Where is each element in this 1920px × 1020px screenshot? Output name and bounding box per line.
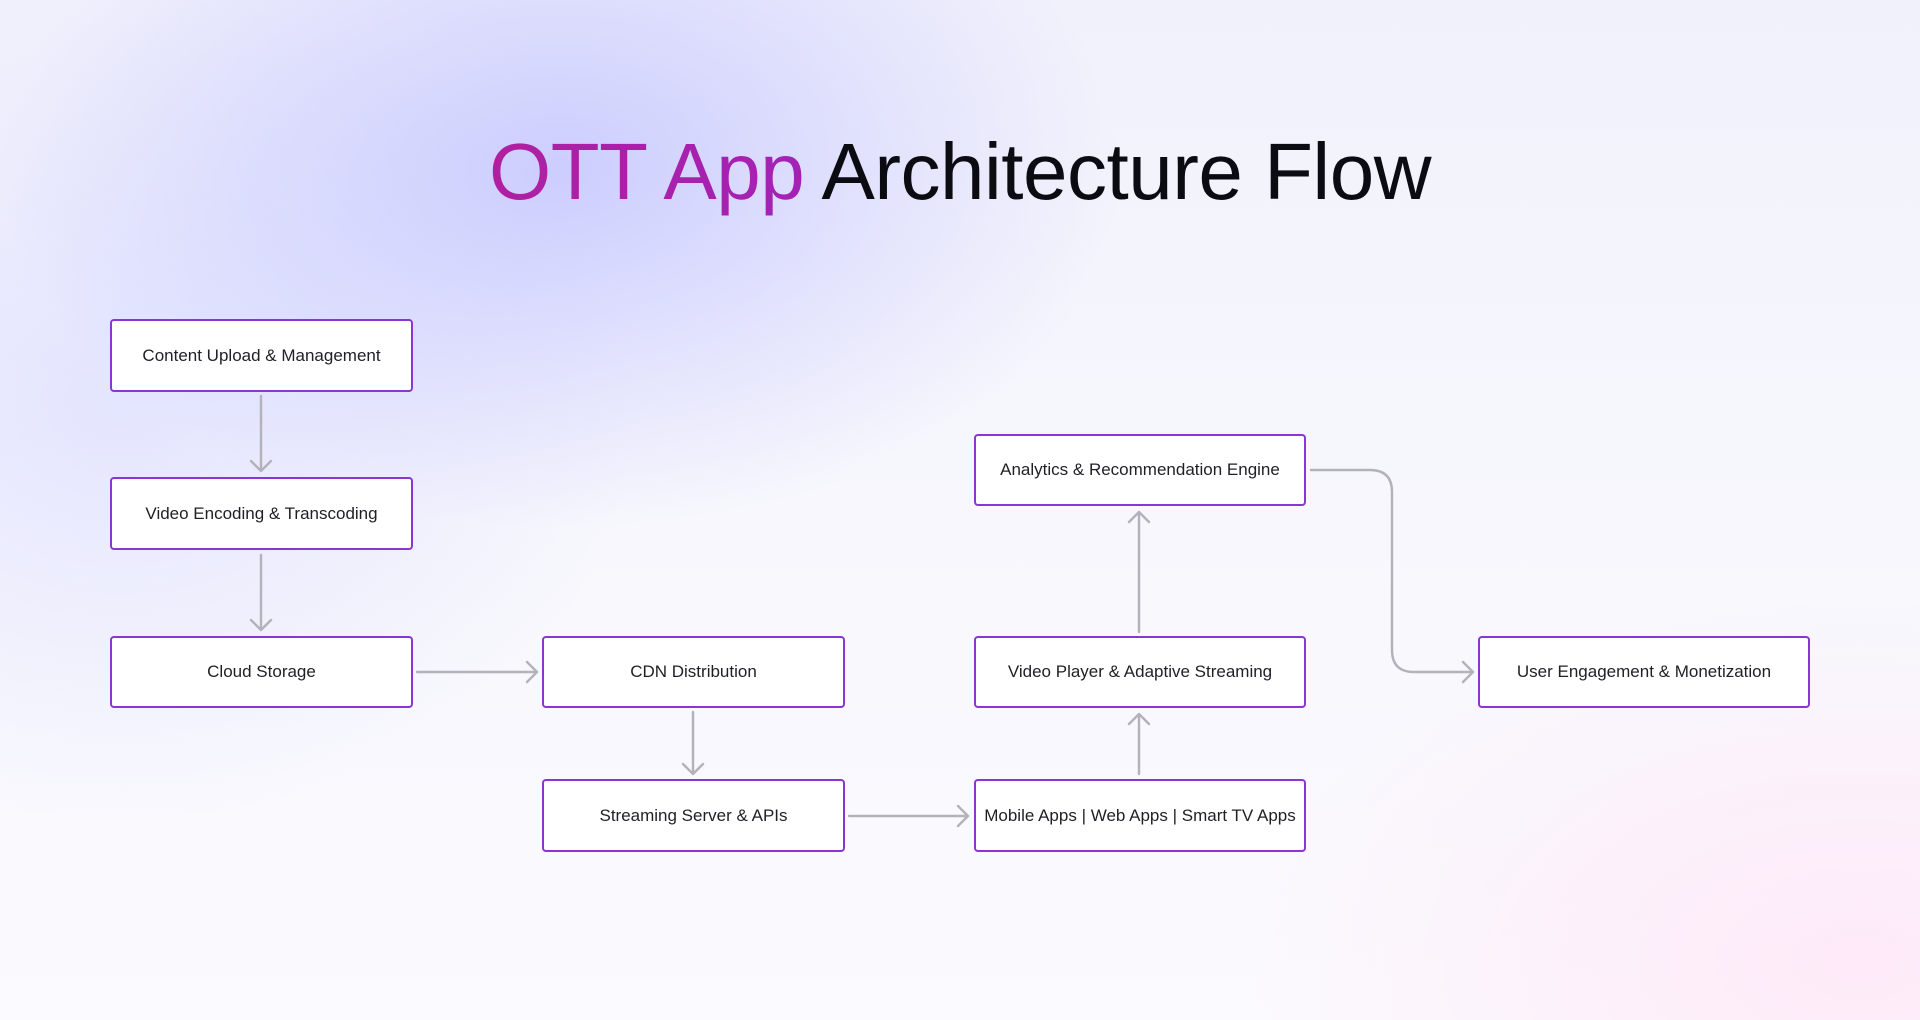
node-user-engagement: User Engagement & Monetization (1478, 636, 1810, 708)
node-content-upload: Content Upload & Management (110, 319, 413, 392)
edge-cloud-storage-to-cdn (415, 660, 539, 684)
title-accent: OTT App (489, 127, 805, 216)
edge-streaming-server-to-client-apps (847, 804, 970, 828)
node-video-player: Video Player & Adaptive Streaming (974, 636, 1306, 708)
title-rest: Architecture Flow (821, 127, 1432, 216)
node-video-encoding: Video Encoding & Transcoding (110, 477, 413, 550)
node-streaming-server: Streaming Server & APIs (542, 779, 845, 852)
edge-video-player-to-analytics (1127, 510, 1151, 634)
edge-client-apps-to-video-player (1127, 712, 1151, 776)
edge-video-encoding-to-cloud-storage (249, 553, 273, 632)
edge-content-upload-to-video-encoding (249, 394, 273, 473)
node-cloud-storage: Cloud Storage (110, 636, 413, 708)
node-client-apps: Mobile Apps | Web Apps | Smart TV Apps (974, 779, 1306, 852)
node-cdn-distribution: CDN Distribution (542, 636, 845, 708)
edge-analytics-to-user-engagement (1309, 468, 1475, 684)
edge-cdn-to-streaming-server (681, 710, 705, 776)
page-title: OTT App Architecture Flow (0, 124, 1920, 220)
node-analytics: Analytics & Recommendation Engine (974, 434, 1306, 506)
